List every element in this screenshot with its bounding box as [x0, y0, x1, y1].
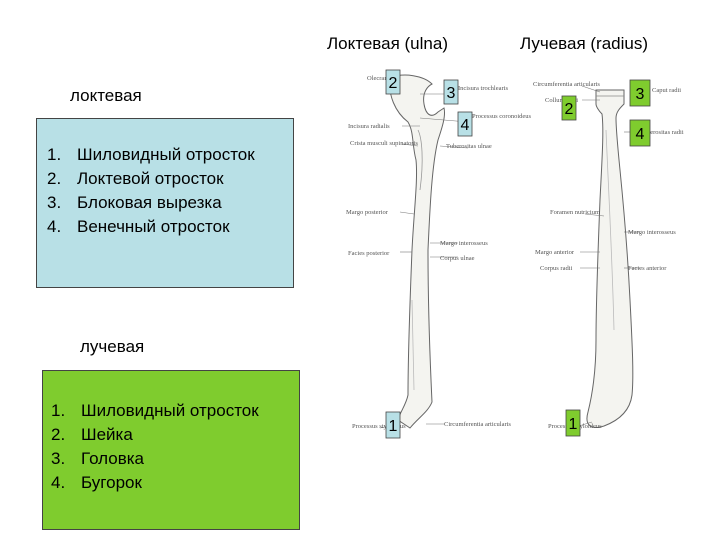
- atlas-label: Facies posterior: [348, 250, 390, 257]
- list-item: 3. Головка: [51, 447, 259, 471]
- list-item: 4. Венечный отросток: [47, 215, 255, 239]
- atlas-label: Margo posterior: [346, 209, 389, 216]
- ulna-section-label: локтевая: [70, 86, 142, 105]
- list-item: 1. Шиловидный отросток: [51, 399, 259, 423]
- item-text: Шиловидный отросток: [81, 401, 259, 420]
- marker-2: 2: [389, 75, 398, 92]
- marker-3: 3: [447, 85, 456, 102]
- atlas-label: Crista musculi supinatoris: [350, 140, 418, 147]
- atlas-label: Tuberositas radii: [640, 129, 684, 136]
- radius-markers: 3 2 4 1: [561, 79, 651, 437]
- marker-4: 4: [461, 117, 470, 134]
- atlas-label: Facies anterior: [628, 265, 667, 272]
- item-text: Шиловидный отросток: [77, 145, 255, 164]
- atlas-label: Incisura trochlearis: [458, 85, 508, 92]
- atlas-label: Margo interosseus: [628, 229, 676, 236]
- item-number: 2.: [47, 169, 62, 188]
- atlas-label: Processus styloideus: [352, 423, 406, 430]
- item-number: 2.: [51, 425, 66, 444]
- atlas-label: Caput radii: [652, 87, 681, 94]
- atlas-label: Tuberositas ulnae: [446, 143, 492, 150]
- item-number: 3.: [47, 193, 62, 212]
- item-number: 1.: [47, 145, 62, 164]
- list-item: 1. Шиловидный отросток: [47, 143, 255, 167]
- radius-parts-list: 1.Шиловидный отросток 2.Шейка 3.Головка …: [51, 399, 259, 495]
- atlas-label: Circumferentia articularis: [444, 421, 511, 428]
- item-number: 1.: [51, 401, 66, 420]
- radius-parts-box: 1.Шиловидный отросток 2.Шейка 3.Головка …: [42, 370, 300, 530]
- atlas-label: Foramen nutricium: [550, 209, 600, 216]
- ulna-atlas-labels: Olecranon Incisura trochlearis Incisura …: [346, 75, 532, 430]
- ulna-parts-list: 1. Шиловидный отросток 2. Локтевой отросто…: [47, 143, 255, 239]
- radius-title: Лучевая (radius): [520, 34, 649, 53]
- item-text: Бугорок: [81, 473, 142, 492]
- marker-1: 1: [569, 416, 578, 433]
- radius-bone: [586, 89, 634, 428]
- list-item: 4. Бугорок: [51, 471, 259, 495]
- item-text: Шейка: [81, 425, 133, 444]
- item-text: Венечный отросток: [77, 217, 230, 236]
- ulna-parts-box: 1. Шиловидный отросток 2. Локтевой отросто…: [36, 118, 294, 288]
- list-item: 3. Блоковая вырезка: [47, 191, 255, 215]
- atlas-label: Margo anterior: [535, 249, 575, 256]
- item-number: 4.: [47, 217, 62, 236]
- atlas-label: Corpus ulnae: [440, 255, 475, 262]
- ulna-title: Локтевая (ulna): [327, 34, 448, 53]
- radius-section-label: лучевая: [80, 337, 145, 356]
- atlas-label: Corpus radii: [540, 265, 573, 272]
- atlas-label: Incisura radialis: [348, 123, 390, 130]
- marker-1: 1: [389, 418, 398, 435]
- marker-3: 3: [636, 86, 645, 103]
- item-number: 3.: [51, 449, 66, 468]
- item-text: Блоковая вырезка: [77, 193, 222, 212]
- marker-2: 2: [565, 101, 574, 118]
- ulna-markers: 2 3 4 1: [385, 69, 473, 439]
- ulna-bone: [389, 74, 445, 429]
- list-item: 2. Локтевой отросток: [47, 167, 255, 191]
- atlas-label: Circumferentia articularis: [533, 81, 600, 88]
- item-number: 4.: [51, 473, 66, 492]
- atlas-label: Olecranon: [367, 75, 395, 82]
- item-text: Локтевой отросток: [77, 169, 224, 188]
- atlas-label: Processus coronoideus: [472, 113, 532, 120]
- atlas-label: Margo interosseus: [440, 240, 488, 247]
- item-text: Головка: [81, 449, 145, 468]
- list-item: 2. Шейка: [51, 423, 259, 447]
- marker-4: 4: [636, 126, 645, 143]
